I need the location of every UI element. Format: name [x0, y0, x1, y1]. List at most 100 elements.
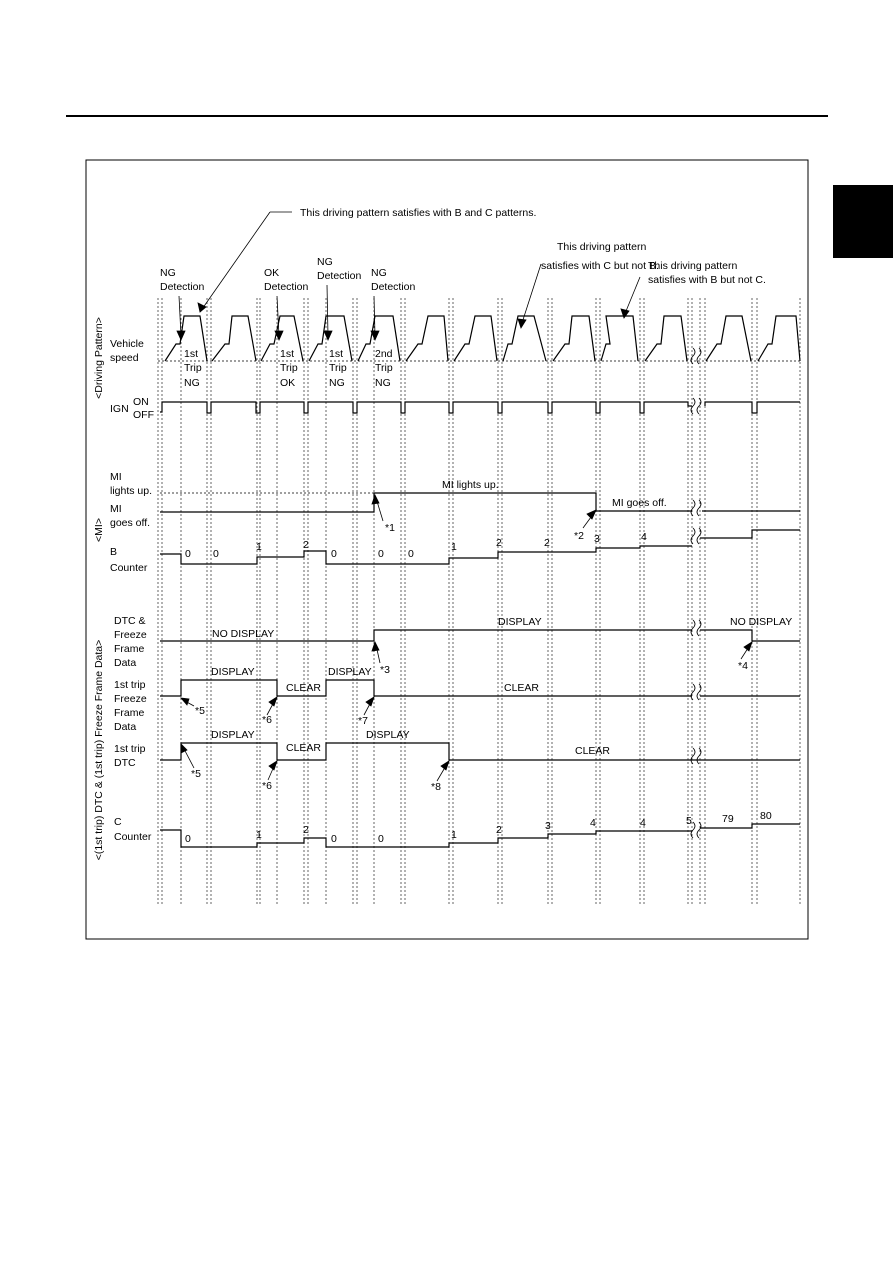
speed-cycle-9	[600, 315, 639, 362]
speed-cycle-10	[644, 315, 688, 362]
callout-b-not-c-2: satisfies with B but not C.	[648, 274, 766, 286]
break-marks	[690, 347, 702, 839]
speed-cycle-11	[705, 315, 752, 362]
c-value-0: 0	[185, 833, 191, 845]
b-value-10: 3	[594, 533, 600, 545]
note-8: *8	[431, 781, 441, 793]
b-value-0: 0	[185, 548, 191, 560]
trip-4-a: 2nd	[375, 348, 393, 360]
break-mark-b-1	[696, 397, 702, 415]
c-counter-trace	[160, 829, 692, 848]
callout-arrows	[176, 211, 641, 341]
b-value-11: 4	[641, 531, 647, 543]
ign-path-a	[160, 401, 692, 414]
c-value-2: 2	[303, 824, 309, 836]
speed-cycle-6	[453, 315, 498, 362]
c-value-10: 5	[686, 815, 692, 827]
break-mark-a-4	[690, 619, 696, 637]
trip-1-a: 1st	[184, 348, 198, 360]
note-4: *4	[738, 660, 748, 672]
break-mark-b-0	[696, 347, 702, 365]
label-mi-lights-2: lights up.	[110, 485, 152, 497]
b-value-2: 1	[256, 541, 262, 553]
mi-goes-off-label: MI goes off.	[612, 497, 667, 509]
speed-cycle-1	[211, 315, 257, 362]
speed-cycle-12	[757, 315, 801, 362]
label-vehicle-speed-1: Vehicle	[110, 338, 144, 350]
note-6b: *6	[262, 780, 272, 792]
speed-cycle-5	[405, 315, 449, 362]
first-freeze-trace	[160, 679, 692, 697]
trip-2-c: OK	[280, 377, 295, 389]
label-b-counter-2: Counter	[110, 562, 148, 574]
c-value-8: 4	[590, 817, 596, 829]
speed-cycle-7	[502, 315, 547, 362]
c-value-11: 79	[722, 813, 734, 825]
b-counter-trace-2	[700, 529, 800, 539]
dtc-freeze-trace-2	[700, 629, 800, 642]
trip-2-b: Trip	[280, 362, 298, 374]
note-6a: *6	[262, 714, 272, 726]
freeze-clear-label-2: CLEAR	[504, 682, 539, 694]
label-vehicle-speed-2: speed	[110, 352, 139, 364]
section-label-mi: <MI>	[93, 518, 105, 542]
c-counter-trace-2	[700, 823, 800, 829]
c-value-4: 0	[378, 833, 384, 845]
c-value-7: 3	[545, 820, 551, 832]
b-counter-trace	[160, 545, 692, 565]
dtc-clear-label-1: CLEAR	[286, 742, 321, 754]
break-mark-b-2	[696, 499, 702, 517]
note-3: *3	[380, 664, 390, 676]
c-value-1: 1	[256, 829, 262, 841]
speed-cycle-3	[308, 315, 353, 362]
speed-cycle-2	[260, 315, 304, 362]
break-mark-b-3	[696, 527, 702, 545]
label-dtc-freeze-4: Data	[114, 657, 136, 669]
break-mark-b-4	[696, 619, 702, 637]
break-mark-a-5	[690, 683, 696, 701]
detection-4-a: NG	[371, 267, 387, 279]
callout-bc: This driving pattern satisfies with B an…	[300, 207, 536, 219]
label-c-counter-1: C	[114, 816, 122, 828]
detection-1-b: Detection	[160, 281, 205, 293]
label-ign: IGN	[110, 403, 129, 415]
freeze-clear-label-1: CLEAR	[286, 682, 321, 694]
label-b-counter-1: B	[110, 546, 117, 558]
trip-3-a: 1st	[329, 348, 343, 360]
note-2: *2	[574, 530, 584, 542]
ign-path-b	[704, 401, 800, 414]
b-value-8: 2	[496, 537, 502, 549]
label-dtc-freeze-3: Frame	[114, 643, 144, 655]
break-mark-a-3	[690, 527, 696, 545]
section-tab	[833, 185, 893, 258]
label-dtc-freeze-2: Freeze	[114, 629, 147, 641]
note-7: *7	[358, 715, 368, 727]
b-value-7: 1	[451, 541, 457, 553]
label-first-freeze-1: 1st trip	[114, 679, 146, 691]
break-mark-a-1	[690, 397, 696, 415]
label-dtc-freeze-1: DTC &	[114, 615, 146, 627]
dtc-freeze-trace	[160, 629, 692, 642]
c-value-9: 4	[640, 817, 646, 829]
trip-4-b: Trip	[375, 362, 393, 374]
callout-b-not-c-1: This driving pattern	[648, 260, 737, 272]
guide-lines	[157, 298, 801, 905]
b-value-1: 0	[213, 548, 219, 560]
break-mark-b-6	[696, 747, 702, 765]
vehicle-speed-trace	[164, 315, 801, 362]
note-1: *1	[385, 522, 395, 534]
detection-3-a: NG	[317, 256, 333, 268]
label-first-dtc-1: 1st trip	[114, 743, 146, 755]
header-rule	[66, 115, 828, 117]
break-mark-a-6	[690, 747, 696, 765]
ign-trace	[160, 401, 800, 414]
mi-trace	[160, 492, 800, 513]
c-value-6: 2	[496, 824, 502, 836]
note-5a: *5	[195, 705, 205, 717]
label-mi-off-1: MI	[110, 503, 122, 515]
break-mark-b-7	[696, 821, 702, 839]
freeze-display-label-1: DISPLAY	[211, 666, 255, 678]
break-mark-a-0	[690, 347, 696, 365]
diagram-frame	[85, 159, 809, 940]
